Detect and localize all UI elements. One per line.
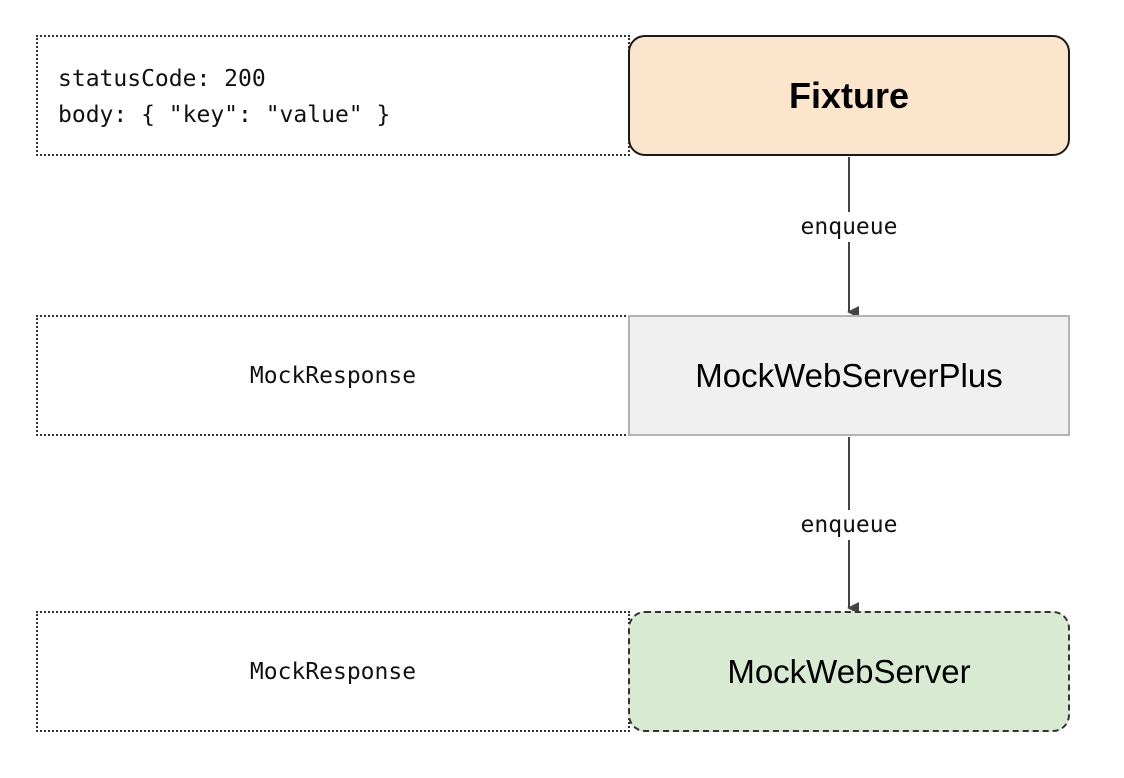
mock-web-server-plus-label: MockWebServerPlus (695, 356, 1003, 394)
mock-response-label: MockResponse (249, 362, 417, 389)
edge-label-enqueue: enqueue (796, 510, 902, 540)
fixture-label: Fixture (788, 74, 910, 116)
mock-response-note-plus: MockResponse (36, 315, 630, 436)
status-code-line: statusCode: 200 (58, 66, 266, 92)
mock-web-server-node: MockWebServer (628, 611, 1070, 732)
mock-response-note-server: MockResponse (36, 611, 630, 732)
mock-web-server-label: MockWebServer (727, 652, 971, 690)
fixture-response-note: statusCode: 200 body: { "key": "value" } (36, 35, 630, 156)
mock-web-server-plus-node: MockWebServerPlus (628, 315, 1070, 436)
mock-response-label: MockResponse (249, 658, 417, 685)
edge-label-enqueue: enqueue (796, 212, 902, 242)
fixture-node: Fixture (628, 35, 1070, 156)
body-line: body: { "key": "value" } (58, 102, 391, 128)
